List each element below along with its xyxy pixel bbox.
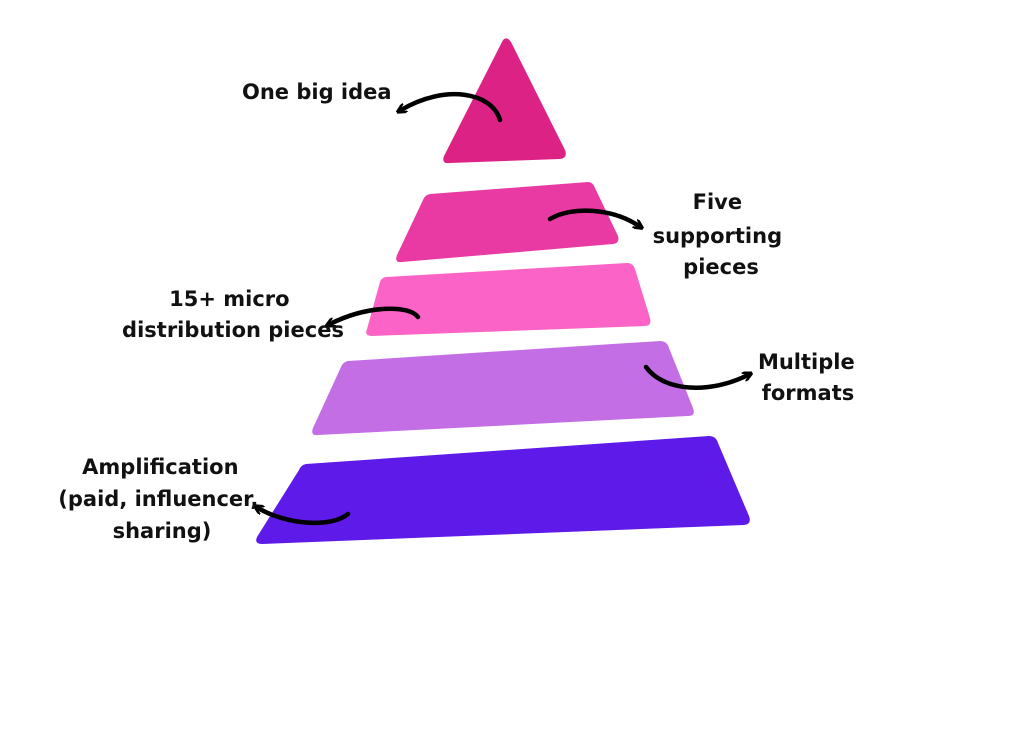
label-micro-distribution: 15+ micro distribution pieces [122,287,344,342]
label-five-supporting-line-2: supporting [653,224,783,248]
tier-2 [396,182,619,263]
arrow-micro-distribution [330,306,421,324]
label-multiple-formats-line-2: formats [762,381,855,405]
arrow-one-big-idea [401,91,503,123]
label-five-supporting-line-1: Five [693,190,742,214]
arrow-amplification [258,508,351,526]
label-amplification-line-1: Amplification [82,455,238,479]
tier-4 [312,341,694,436]
label-amplification: Amplification (paid, influencer, sharing… [58,455,265,543]
label-amplification-line-3: sharing) [113,519,212,543]
label-one-big-idea: One big idea [242,80,392,104]
tier-3 [366,263,651,336]
arrow-multiple-formats [643,364,748,390]
label-multiple-formats-line-1: Multiple [758,350,855,374]
label-micro-distribution-line-2: distribution pieces [122,318,344,342]
label-multiple-formats: Multiple formats [758,350,862,405]
tier-5 [256,436,750,544]
label-micro-distribution-line-1: 15+ micro [169,287,289,311]
label-five-supporting: Five supporting pieces [653,190,790,279]
label-five-supporting-line-3: pieces [683,255,759,279]
arrow-five-supporting [547,208,639,226]
label-amplification-line-2: (paid, influencer, [58,487,258,511]
tier-1 [443,38,566,164]
